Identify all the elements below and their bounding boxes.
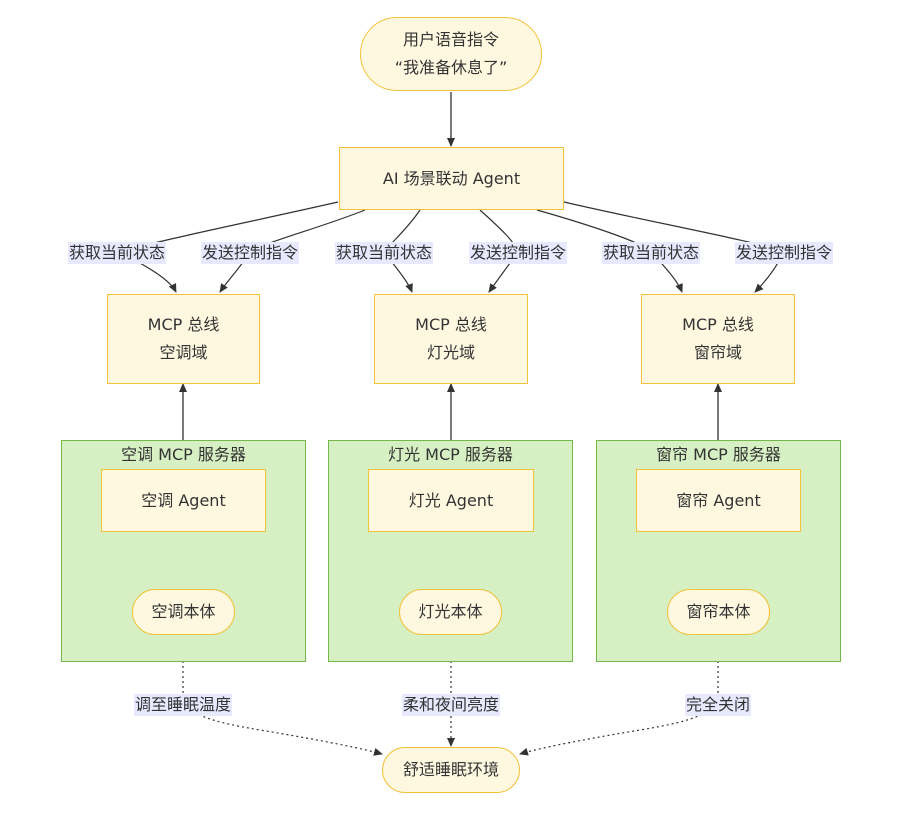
scene-agent-label: AI 场景联动 Agent [382, 168, 521, 188]
device-light-label: 灯光本体 [418, 602, 483, 621]
edge-curtain-to-result [519, 636, 719, 756]
agent-ac-label: 空调 Agent [141, 490, 226, 510]
agent-curtain-label: 窗帘 Agent [676, 490, 761, 510]
agent-ac-node: 空调 Agent [101, 469, 266, 532]
mcp-bus-ac-line-1: MCP 总线 [147, 315, 220, 334]
edge-label-curtain-effect: 完全关闭 [684, 694, 752, 716]
mcp-bus-light-line-2: 灯光域 [426, 343, 475, 362]
edge-label-get-state-curtain: 获取当前状态 [601, 242, 701, 264]
edge-label-send-cmd-curtain: 发送控制指令 [734, 242, 834, 264]
mcp-bus-light-line-1: MCP 总线 [415, 315, 487, 334]
edge-label-light-effect: 柔和夜间亮度 [401, 694, 501, 716]
user-command-node: 用户语音指令 “我准备休息了” [360, 17, 542, 91]
device-curtain-node: 窗帘本体 [667, 589, 770, 635]
mcp-bus-ac-node: MCP 总线 空调域 [107, 294, 260, 384]
agent-light-node: 灯光 Agent [368, 469, 534, 532]
edge-ac-to-result [182, 636, 383, 756]
agent-light-label: 灯光 Agent [408, 490, 494, 510]
edge-label-send-cmd-light: 发送控制指令 [468, 242, 568, 264]
result-node: 舒适睡眠环境 [382, 747, 520, 793]
user-command-line-1: 用户语音指令 [402, 30, 499, 49]
agent-curtain-node: 窗帘 Agent [636, 469, 801, 532]
edge-label-ac-effect: 调至睡眠温度 [133, 694, 233, 716]
server-group-ac-title: 空调 MCP 服务器 [121, 445, 246, 464]
mcp-bus-ac-line-2: 空调域 [159, 343, 208, 362]
mcp-bus-curtain-node: MCP 总线 窗帘域 [641, 294, 795, 384]
device-ac-node: 空调本体 [132, 589, 235, 635]
result-label: 舒适睡眠环境 [402, 760, 499, 779]
mcp-bus-light-node: MCP 总线 灯光域 [374, 294, 528, 384]
server-group-curtain-title: 窗帘 MCP 服务器 [656, 445, 781, 464]
device-light-node: 灯光本体 [399, 589, 502, 635]
edge-label-get-state-light: 获取当前状态 [334, 242, 434, 264]
mcp-bus-curtain-line-1: MCP 总线 [682, 315, 754, 334]
mcp-bus-curtain-line-2: 窗帘域 [693, 343, 742, 362]
edge-label-get-state-ac: 获取当前状态 [67, 242, 167, 264]
device-curtain-label: 窗帘本体 [686, 602, 751, 621]
user-command-line-2: “我准备休息了” [394, 58, 508, 77]
server-group-light-title: 灯光 MCP 服务器 [388, 445, 513, 464]
edge-label-send-cmd-ac: 发送控制指令 [200, 242, 300, 264]
scene-agent-node: AI 场景联动 Agent [339, 147, 564, 210]
device-ac-label: 空调本体 [151, 602, 216, 621]
